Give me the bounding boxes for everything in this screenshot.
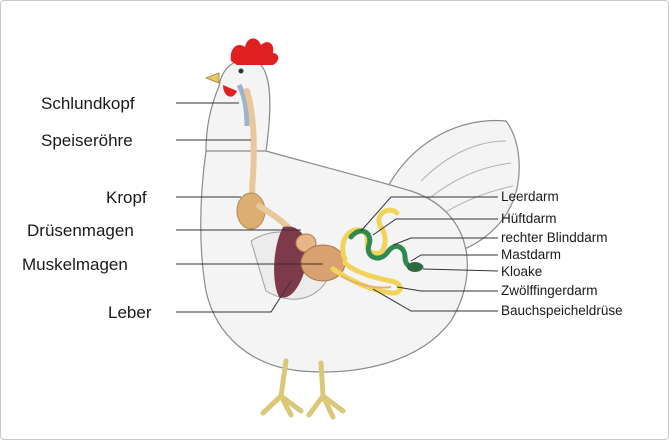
label-kropf: Kropf bbox=[106, 189, 147, 206]
chicken-beak bbox=[206, 73, 219, 83]
label-zwoelffingerdarm: Zwölffingerdarm bbox=[501, 284, 598, 298]
label-hueftdarm: Hüftdarm bbox=[501, 212, 557, 226]
gizzard bbox=[301, 245, 345, 281]
chicken-neck bbox=[206, 59, 270, 151]
label-kloake: Kloake bbox=[501, 265, 542, 279]
label-speiseroehre: Speiseröhre bbox=[41, 132, 133, 149]
label-druesenmagen: Drüsenmagen bbox=[27, 222, 134, 239]
crop bbox=[237, 193, 265, 229]
chicken-eye bbox=[239, 69, 244, 74]
chicken-comb bbox=[231, 38, 279, 65]
label-leber: Leber bbox=[108, 304, 151, 321]
label-muskelmagen: Muskelmagen bbox=[22, 256, 128, 273]
label-mastdarm: Mastdarm bbox=[501, 248, 561, 262]
label-leerdarm: Leerdarm bbox=[501, 190, 559, 204]
cloaca bbox=[407, 262, 423, 272]
label-bauchspeicheldruese: Bauchspeicheldrüse bbox=[501, 304, 623, 318]
label-schlundkopf: Schlundkopf bbox=[41, 95, 135, 112]
label-blinddarm: rechter Blinddarm bbox=[501, 231, 608, 245]
